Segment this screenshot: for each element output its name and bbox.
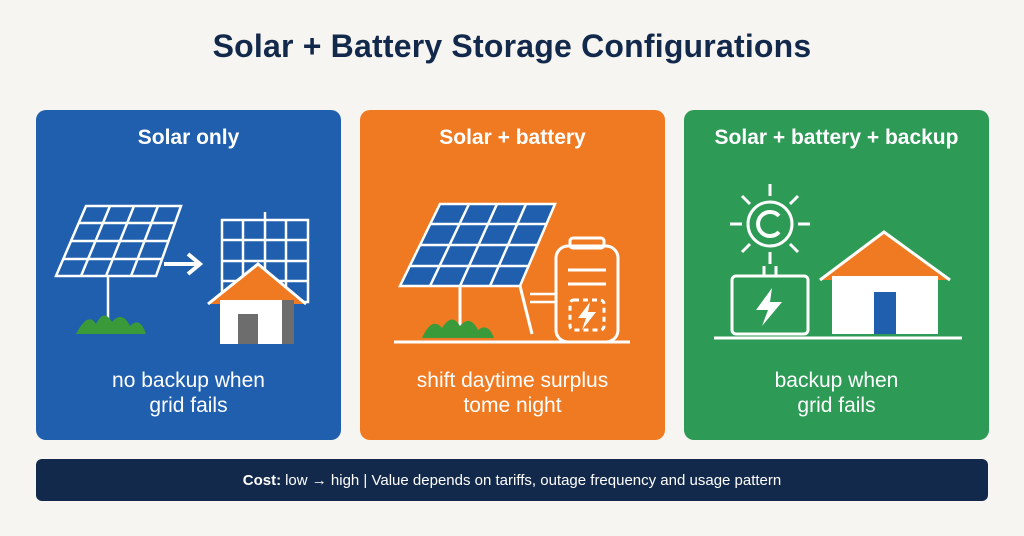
arrow-right-icon [164, 252, 204, 276]
battery-icon [554, 236, 620, 344]
sun-icon [730, 184, 810, 276]
solar-panel-icon [397, 202, 557, 336]
card-solar-battery: Solar + battery [360, 110, 665, 440]
lightning-icon [578, 302, 596, 330]
page-title: Solar + Battery Storage Configurations [212, 28, 812, 64]
card-solar-only: Solar only [36, 110, 341, 440]
solar-battery-illustration [394, 202, 630, 344]
grass-icon [422, 319, 494, 338]
lightning-icon [756, 288, 782, 326]
card-title: Solar + battery [439, 126, 586, 149]
card-title: Solar + battery + backup [714, 126, 959, 149]
house-icon [207, 262, 307, 344]
battery-icon [730, 274, 810, 336]
card-description: no backup when grid fails [112, 369, 265, 417]
cost-footer-banner: Cost: low → high | Value depends on tari… [36, 459, 988, 501]
solar-only-illustration [54, 204, 310, 344]
solar-panel-icon [54, 204, 183, 326]
card-title: Solar only [137, 126, 240, 149]
cable-icon [530, 292, 556, 304]
solar-battery-backup-illustration [714, 184, 962, 340]
cost-text: low → high | Value depends on tariffs, o… [285, 471, 782, 489]
grass-icon [76, 315, 146, 334]
cost-label: Cost: [242, 471, 282, 489]
house-icon [819, 230, 951, 334]
card-description: shift daytime surplus tome night [416, 369, 609, 417]
card-description: backup when grid fails [774, 369, 899, 417]
card-solar-battery-backup: Solar + battery + backup [684, 110, 989, 440]
